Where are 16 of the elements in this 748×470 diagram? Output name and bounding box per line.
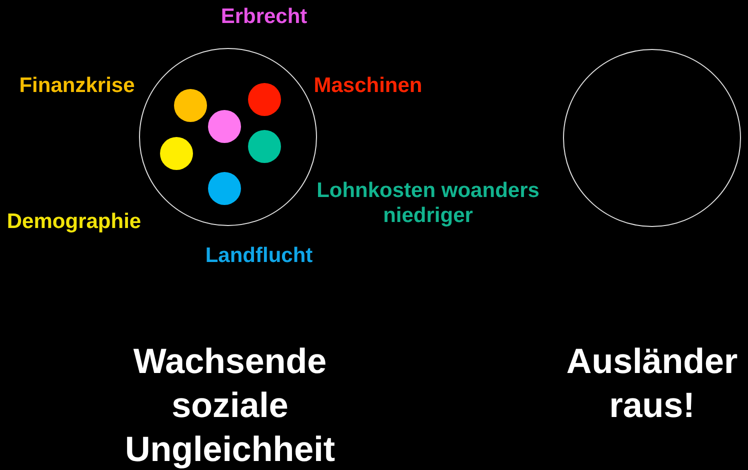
- dot-icon: [248, 83, 281, 116]
- factor-label: Erbrecht: [220, 5, 308, 29]
- caption-label: Wachsende soziale Ungleichheit: [124, 341, 336, 470]
- factor-label: Landflucht: [204, 244, 314, 268]
- caption-label: Ausländer raus!: [566, 341, 738, 427]
- circle-outline: [139, 48, 317, 226]
- factor-label: Maschinen: [313, 74, 423, 98]
- circle-outline: [563, 49, 741, 227]
- factor-label: Demographie: [6, 210, 142, 234]
- dot-icon: [248, 130, 281, 163]
- dot-icon: [208, 172, 241, 205]
- factor-label: Finanzkrise: [18, 74, 136, 98]
- dot-icon: [208, 110, 241, 143]
- factor-label: Lohnkosten woanders niedriger: [316, 178, 540, 228]
- dot-icon: [174, 89, 207, 122]
- dot-icon: [160, 137, 193, 170]
